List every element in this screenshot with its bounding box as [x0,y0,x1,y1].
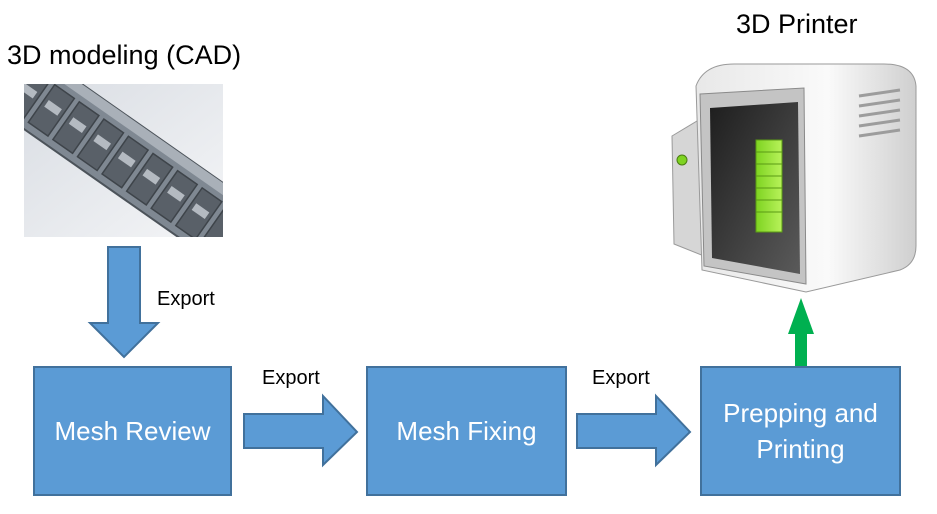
printer-led-icon [676,154,688,166]
mesh-fixing-box: Mesh Fixing [366,366,567,496]
cad-title: 3D modeling (CAD) [7,40,242,70]
arrow-up-print [788,298,814,366]
export-label-1: Export [157,288,215,310]
arrow-down [87,246,161,359]
prepping-printing-label: Prepping and Printing [723,398,878,464]
mesh-review-label: Mesh Review [54,416,211,446]
printer-image [671,63,917,293]
mesh-fixing-label: Mesh Fixing [396,416,537,446]
mesh-review-box: Mesh Review [33,366,232,496]
arrow-right-1 [243,393,359,468]
prepping-printing-box: Prepping and Printing [700,366,901,496]
printer-title: 3D Printer [736,9,858,39]
arrow-right-2 [576,393,692,468]
cad-model-image [24,84,223,237]
export-label-3: Export [592,367,650,389]
printed-part [755,139,783,233]
export-label-2: Export [262,367,320,389]
